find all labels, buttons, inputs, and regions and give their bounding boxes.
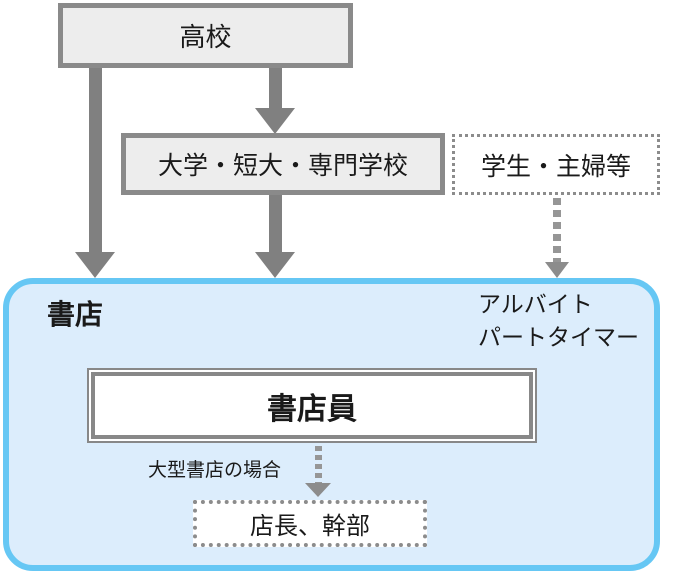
part-time-worker-label: アルバイト パートタイマー — [478, 288, 639, 354]
bookstore-label: 書店 — [47, 299, 104, 330]
dotted-arrow-shaft-clerk-to-manager — [315, 446, 322, 483]
bookstore-clerk-box: 書店員 — [87, 368, 537, 443]
high-school-node: 高校 — [58, 3, 353, 68]
arrow-shaft-highschool-to-university — [269, 68, 282, 108]
university-node: 大学・短大・専門学校 — [121, 133, 445, 195]
arrow-shaft-highschool-to-bookstore — [89, 68, 102, 252]
part-time-line1: アルバイト — [478, 291, 593, 317]
part-time-line2: パートタイマー — [478, 324, 639, 350]
bookstore-clerk-label: 書店員 — [91, 372, 533, 439]
students-housewives-node: 学生・主婦等 — [452, 134, 660, 195]
dotted-arrow-shaft-students-to-bookstore — [553, 198, 561, 262]
arrow-head-icon — [545, 262, 569, 278]
arrow-head-icon — [255, 108, 295, 134]
manager-node: 店長、幹部 — [193, 500, 427, 547]
arrow-head-icon — [305, 483, 331, 497]
arrow-shaft-university-to-bookstore — [269, 195, 282, 252]
large-store-note: 大型書店の場合 — [148, 460, 282, 481]
arrow-head-icon — [255, 252, 295, 278]
arrow-head-icon — [75, 252, 115, 278]
